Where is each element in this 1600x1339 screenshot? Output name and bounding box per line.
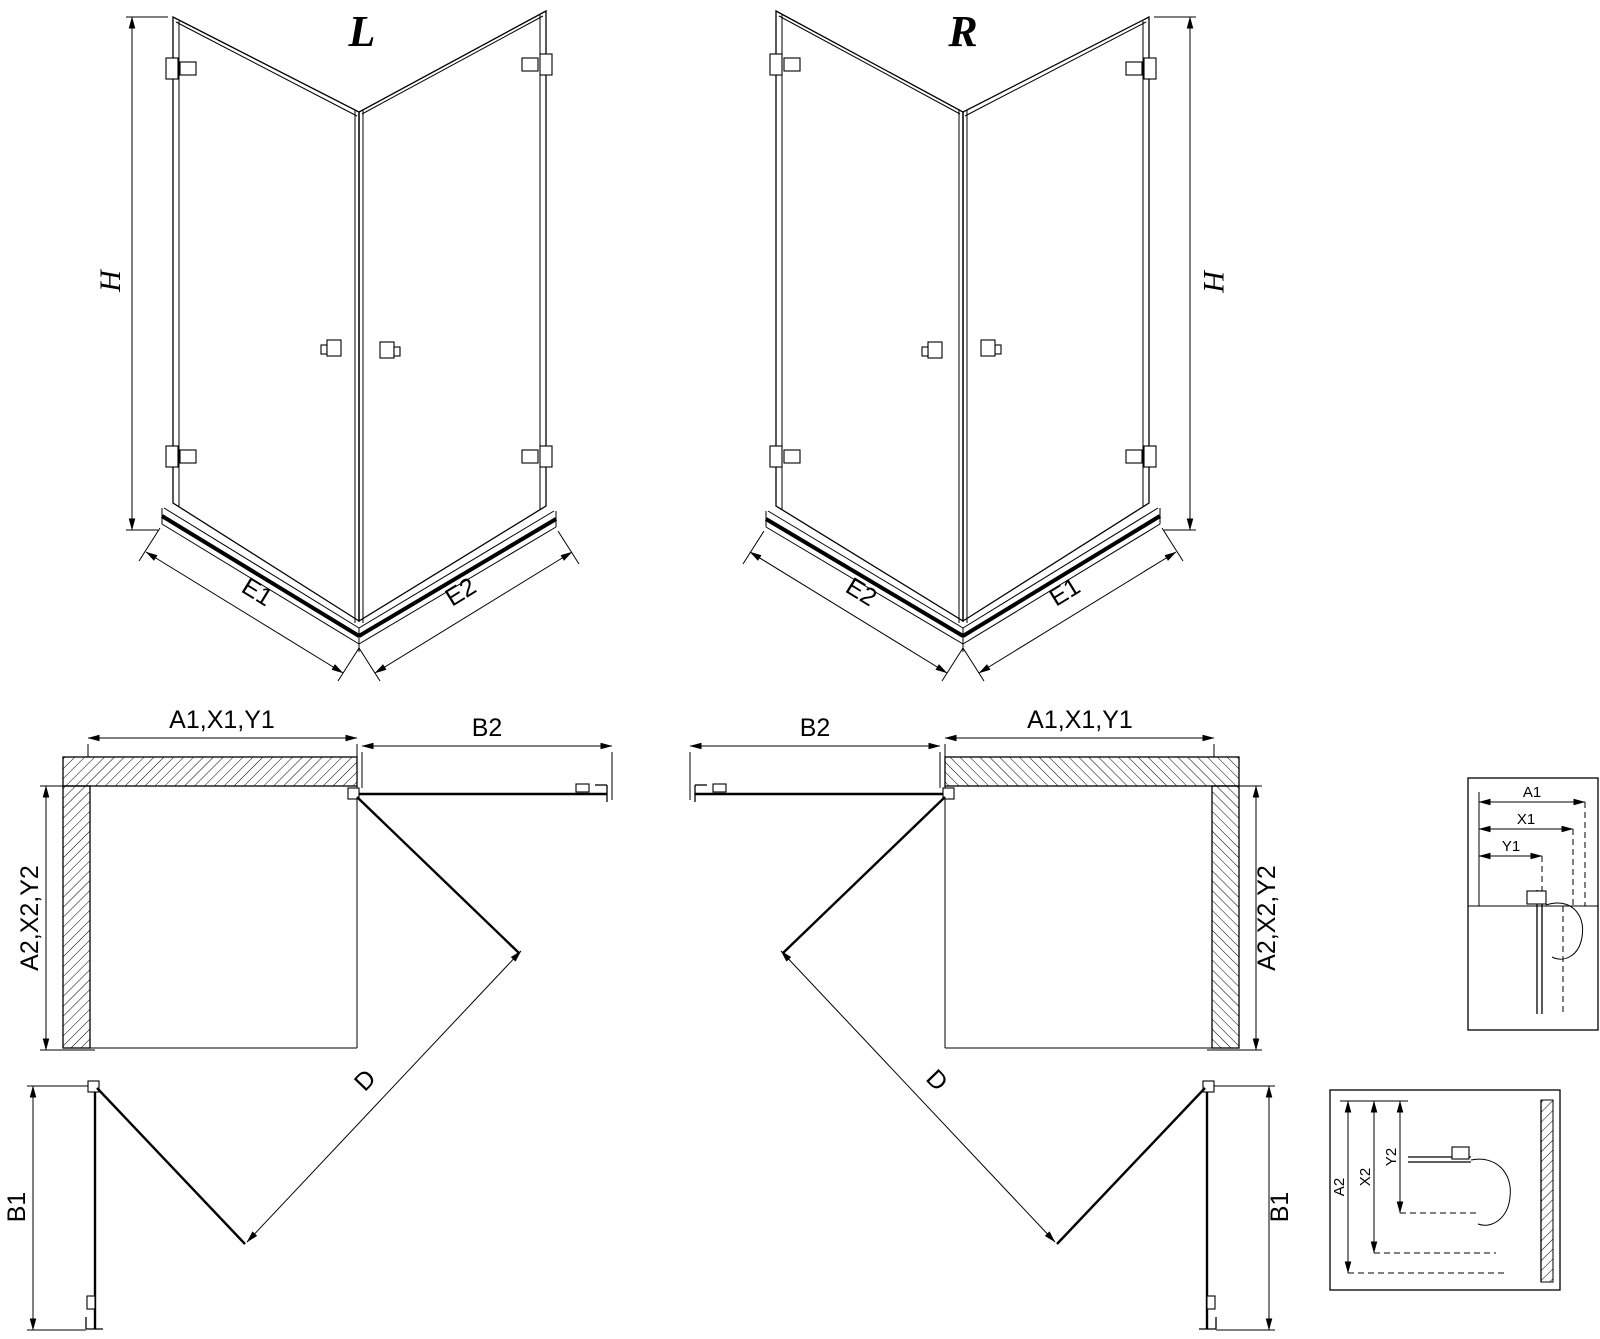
dim-label-x2: X2	[1357, 1168, 1374, 1186]
profile-section	[1408, 1099, 1554, 1283]
dim-label-e1: E1	[1044, 572, 1085, 612]
dim-label-a1x1y1: A1,X1,Y1	[169, 706, 275, 734]
dimension-x2	[1370, 1100, 1496, 1254]
detail-view-bottom: A2 X2 Y2	[1329, 1089, 1561, 1291]
variant-label: L	[348, 7, 376, 56]
dim-label-a2x2y2: A2,X2,Y2	[16, 865, 44, 971]
variant-label: R	[947, 7, 977, 56]
dim-label-b2: B2	[472, 714, 503, 742]
plan-view-right: B2 A1,X1,Y1 A2,X2,Y2 B1 D	[690, 706, 1294, 1330]
dim-label-height: H	[94, 268, 127, 293]
profile-section	[1526, 890, 1584, 1014]
dim-label-y1: Y1	[1502, 838, 1520, 855]
dimension-a2	[1344, 1100, 1508, 1274]
dim-label-e2: E2	[841, 572, 882, 612]
dim-label-e1: E1	[237, 572, 278, 612]
dimension-x1	[1478, 825, 1574, 906]
dim-label-a2x2y2: A2,X2,Y2	[1253, 865, 1281, 971]
dim-label-e2: E2	[440, 572, 481, 612]
dim-label-a1x1y1: A1,X1,Y1	[1027, 706, 1133, 734]
dim-label-a2: A2	[1331, 1178, 1348, 1196]
dimension-y2	[1396, 1100, 1476, 1214]
dim-label-y2: Y2	[1383, 1148, 1400, 1166]
dimension-a1	[1478, 798, 1586, 906]
detail-frame	[1467, 777, 1599, 1031]
detail-frame	[1329, 1089, 1561, 1291]
dim-label-x1: X1	[1517, 811, 1535, 828]
dim-label-b1: B1	[1266, 1192, 1294, 1223]
detail-view-top: A1 X1 Y1	[1467, 777, 1599, 1031]
iso-view-right: R H E2 E1	[743, 7, 1230, 681]
dim-label-height: H	[1197, 269, 1230, 294]
plan-view-left: A1,X1,Y1 B2 A2,X2,Y2 B1 D	[3, 706, 612, 1330]
dim-label-b2: B2	[800, 714, 831, 742]
dim-label-b1: B1	[3, 1192, 31, 1223]
dim-label-a1: A1	[1523, 784, 1541, 801]
dim-label-d: D	[920, 1064, 953, 1096]
iso-view-left: L H E1 E2	[94, 7, 579, 681]
dim-label-d: D	[349, 1064, 382, 1096]
